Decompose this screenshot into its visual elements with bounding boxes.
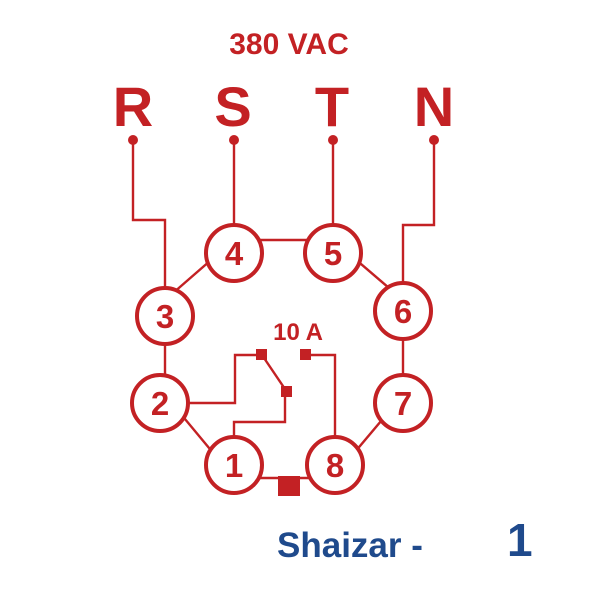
pin-6-label: 6 (394, 293, 412, 330)
phase-label-r: R (113, 75, 153, 138)
phase-label-n: N (414, 75, 454, 138)
phase-label-t: T (315, 75, 349, 138)
pin-2: 2 (130, 373, 190, 433)
wire-pin-1-to-contact (232, 390, 287, 440)
pin-8-label: 8 (326, 447, 344, 484)
socket-key-notch (278, 476, 300, 496)
brand-model: 1 (507, 514, 533, 566)
pin-3-label: 3 (156, 298, 174, 335)
pin-1-label: 1 (225, 447, 243, 484)
pin-8: 8 (305, 435, 365, 495)
pin-6-circle (373, 281, 433, 341)
pin-7-label: 7 (394, 385, 412, 422)
pin-7: 7 (373, 373, 433, 433)
wire-r-to-pin-3 (131, 138, 167, 294)
pin-4-label: 4 (225, 235, 244, 272)
wire-pin-8-to-contact (304, 353, 337, 442)
pin-1: 1 (204, 435, 264, 495)
phase-label-s: S (214, 75, 251, 138)
pin-4: 4 (204, 223, 264, 283)
wire-pin-2-to-contact (158, 353, 264, 405)
pin-8-circle (305, 435, 365, 495)
wire-n-to-pin-6 (401, 138, 436, 289)
pin-1-circle (204, 435, 264, 495)
brand-name: Shaizar - (277, 526, 423, 565)
voltage-label: 380 VAC (229, 28, 349, 61)
pin-5-label: 5 (324, 235, 342, 272)
pin-7-circle (373, 373, 433, 433)
pin-4-circle (204, 223, 264, 283)
contact-rating: 10 A (273, 319, 323, 346)
pin-2-label: 2 (151, 385, 169, 422)
pin-3-circle (135, 286, 195, 346)
pin-3: 3 (135, 286, 195, 346)
contact-lever (260, 353, 289, 394)
socket-ring (163, 238, 405, 480)
pin-2-circle (130, 373, 190, 433)
pin-5: 5 (303, 223, 363, 283)
contact-point-lever (281, 386, 292, 397)
contact-point-left (256, 349, 267, 360)
contact-point-right (300, 349, 311, 360)
pin-6: 6 (373, 281, 433, 341)
pin-5-circle (303, 223, 363, 283)
